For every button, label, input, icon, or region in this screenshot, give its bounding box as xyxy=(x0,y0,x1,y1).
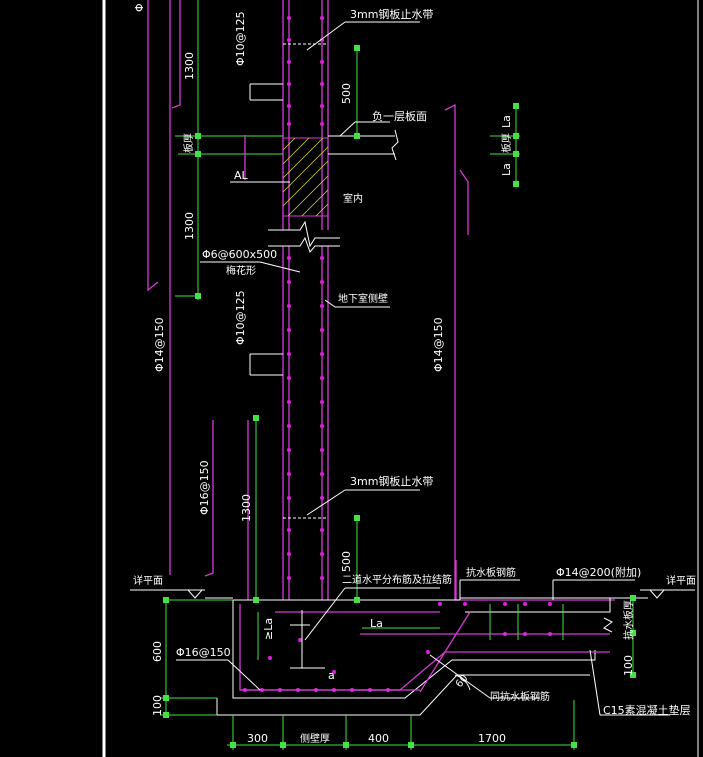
label-basement-wall: 地下室侧壁 xyxy=(338,292,388,305)
label-bar-mid-vertical: Φ10@125 xyxy=(234,290,247,345)
label-bar-right-long: Φ14@150 xyxy=(432,317,445,372)
label-dim-100-left: 100 xyxy=(151,695,164,716)
label-wall-thickness: 侧壁厚 xyxy=(300,732,330,745)
label-anti-slab-thickness: 抗水板厚 xyxy=(622,600,635,640)
label-bar-left-short: Φ16@150 xyxy=(198,460,211,515)
label-floor-slab: 负一层板面 xyxy=(372,109,427,123)
label-concrete-cushion: C15素混凝土垫层 xyxy=(603,703,691,717)
label-dim-100-right: 100 xyxy=(622,655,635,676)
label-waterstop-bottom: 3mm钢板止水带 xyxy=(350,474,433,488)
label-plan-ref-left: 详平面 xyxy=(133,574,163,587)
label-dim-a: a xyxy=(328,669,335,682)
label-dim-400: 400 xyxy=(368,732,389,745)
label-dim-1300-c: 1300 xyxy=(240,494,253,522)
label-dim-1700: 1700 xyxy=(478,732,506,745)
label-tie-bar: Φ6@600x500 xyxy=(202,248,277,261)
label-anti-float-slab-bar: 抗水板钢筋 xyxy=(466,566,516,579)
label-plan-ref-right: 详平面 xyxy=(666,574,696,587)
footing xyxy=(216,597,613,716)
label-slab-thickness: 板厚 xyxy=(182,133,195,153)
label-la-1: La xyxy=(500,115,513,128)
wall-break-line xyxy=(268,220,340,253)
label-top-cut: Φ xyxy=(133,3,146,12)
label-horiz-distribution: 二道水平分布筋及拉结筋 xyxy=(342,573,452,586)
label-dim-la-4: La xyxy=(370,617,383,630)
anchorage-box xyxy=(257,610,440,669)
ground-level-left xyxy=(130,589,233,599)
label-dim-500-top: 500 xyxy=(340,83,353,104)
label-la-2: La xyxy=(500,163,513,176)
label-dim-600: 600 xyxy=(151,641,164,662)
label-dim-1300-a: 1300 xyxy=(183,52,196,80)
label-tie-pattern: 梅花形 xyxy=(226,264,256,277)
label-same-anti-slab-bar: 同抗水板钢筋 xyxy=(490,690,550,703)
dimension-lines xyxy=(160,0,636,750)
label-dim-500-bottom: 500 xyxy=(340,551,353,572)
waterstop-plates xyxy=(283,43,328,519)
label-indoor: 室内 xyxy=(343,192,363,205)
al-beam-hatch xyxy=(282,137,329,217)
leader-lines xyxy=(176,21,670,716)
label-dim-1300-b: 1300 xyxy=(183,212,196,240)
label-waterstop-top: 3mm钢板止水带 xyxy=(350,7,433,21)
label-dim-300: 300 xyxy=(247,732,268,745)
label-bar-bottom: Φ16@150 xyxy=(176,646,231,659)
label-bar-additional: Φ14@200(附加) xyxy=(556,565,641,579)
label-bar-top-vertical: Φ10@125 xyxy=(234,11,247,66)
label-bar-left-long: Φ14@150 xyxy=(153,317,166,372)
ground-level-right xyxy=(610,589,695,599)
basement-wall xyxy=(282,0,329,600)
label-dim-la-3: ≥La xyxy=(262,618,275,640)
text-labels: 3mm钢板止水带 Φ10@125 500 负一层板面 1300 板厚 AL 室内… xyxy=(133,3,696,745)
left-long-bars xyxy=(147,0,249,600)
label-beam-al: AL xyxy=(234,169,249,182)
label-slab-thickness-r: 板厚 xyxy=(500,133,513,153)
right-long-bars xyxy=(444,103,615,601)
